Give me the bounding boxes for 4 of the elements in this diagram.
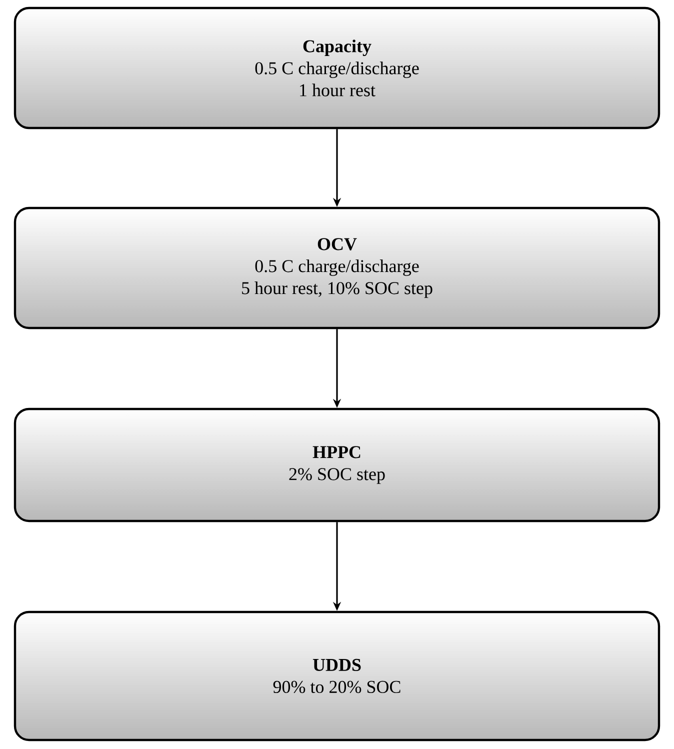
process-box: Capacity 0.5 C charge/discharge 1 hour rest (14, 6, 660, 130)
process-box: HPPC 2% SOC step (14, 408, 660, 522)
process-box: OCV 0.5 C charge/discharge 5 hour rest, 10% SOC step (14, 206, 660, 330)
process-box: UDDS 90% to 20% SOC (14, 610, 660, 742)
